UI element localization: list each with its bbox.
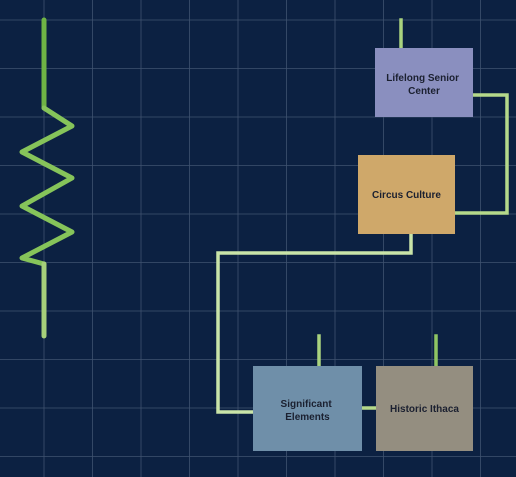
- box-label-lifelong-1: Lifelong Senior: [386, 73, 459, 84]
- box-significant-elements: Significant Elements: [253, 366, 362, 451]
- box-label-line: Lifelong Senior Center: [386, 73, 462, 97]
- box-rect: [358, 155, 455, 234]
- box-historic-ithaca: Historic Ithaca: [376, 366, 473, 451]
- box-label-circus: Circus Culture: [372, 190, 441, 201]
- connector-wires: [216, 18, 509, 414]
- box-circus-culture: Circus Culture: [358, 155, 455, 234]
- box-rect: [376, 366, 473, 451]
- box-lifelong-senior-center: Lifelong Senior Center: [375, 48, 473, 117]
- box-label-historic: Historic Ithaca: [390, 404, 459, 415]
- box-label-line: Significant Elements: [281, 399, 335, 423]
- box-rect: [375, 48, 473, 117]
- main-circuit: [19, 17, 516, 339]
- box-label-significant-1: Significant: [281, 399, 333, 410]
- wire-circus-to-significant: [216, 232, 413, 414]
- box-label-significant-2: Elements: [285, 412, 330, 423]
- box-label-line: Circus Culture: [372, 190, 441, 201]
- box-label-lifelong-2: Center: [408, 86, 440, 97]
- wire-senior-to-circus: [453, 93, 509, 215]
- box-label-line: Historic Ithaca: [390, 404, 459, 415]
- box-rect: [253, 366, 362, 451]
- resistor-icon: [19, 105, 75, 267]
